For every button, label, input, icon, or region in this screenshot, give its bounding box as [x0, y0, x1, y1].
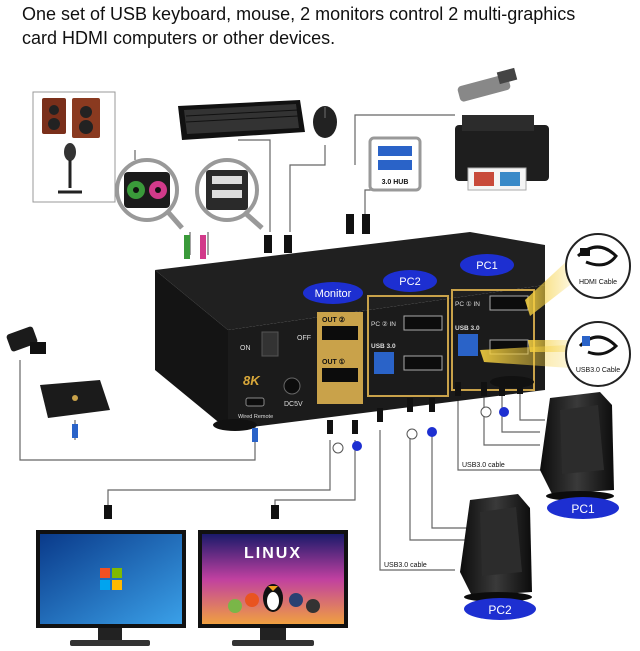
right-monitor: LINUX — [198, 530, 348, 646]
dc5v-label: DC5V — [284, 401, 303, 408]
pc2-hdmi-a-port — [403, 355, 443, 371]
cable-beams — [480, 260, 570, 368]
hub-plugs — [346, 214, 370, 234]
pc1-usb-port — [458, 334, 478, 356]
usb30-left-label: USB 3.0 — [371, 343, 396, 350]
kvm-switch: ON OFF 8K DC5V Wired Remote OUT ② OUT ① … — [155, 232, 545, 431]
tux-icon — [263, 584, 283, 612]
pc1-bottom-badge-label: PC1 — [571, 502, 595, 516]
printer-icon — [455, 115, 549, 191]
pc2-usb-port — [374, 352, 394, 374]
speaker-icon — [42, 98, 100, 138]
eight-k-logo: 8K — [243, 373, 261, 388]
pc2-badge: PC2 — [383, 270, 437, 292]
left-monitor — [36, 530, 186, 646]
audio-plugs — [184, 235, 206, 259]
hub-callout: 3.0 HUB — [368, 136, 422, 192]
pc1-bottom-badge: PC1 — [547, 497, 619, 519]
usb30-right-label: USB 3.0 — [455, 325, 480, 332]
hdmi-cable-callout: HDMI Cable — [565, 233, 631, 299]
monitor-badge: Monitor — [303, 282, 363, 304]
wired-remote-icon — [40, 380, 110, 418]
audio-jack-callout — [115, 158, 184, 230]
pc1-hdmi-b-port — [489, 295, 529, 311]
pc2-bottom-badge: PC2 — [464, 598, 536, 620]
wired-remote-label: Wired Remote — [238, 414, 273, 420]
monitor-badge-label: Monitor — [315, 288, 352, 300]
connector-markers — [332, 406, 509, 454]
microphone-icon — [58, 143, 82, 194]
out-b-label: OUT ② — [322, 316, 345, 324]
out-a-label: OUT ① — [322, 358, 345, 366]
usb-plugs — [264, 235, 292, 253]
power-adapter-icon — [6, 326, 46, 354]
pc1-badge-label: PC1 — [476, 260, 497, 272]
bottom-plugs — [72, 380, 523, 519]
windows-logo-icon — [100, 568, 122, 590]
hdmi-out-a-port — [322, 368, 358, 382]
hub-label: 3.0 HUB — [382, 179, 409, 186]
heading-line-2: card HDMI computers or other devices. — [22, 28, 336, 48]
usb-cable-callout: USB3.0 Cable — [565, 321, 631, 387]
off-label: OFF — [297, 335, 311, 342]
heading-line-1: One set of USB keyboard, mouse, 2 monito… — [22, 4, 576, 24]
pc1-tower — [540, 392, 614, 501]
pc2-in-label: PC ② IN — [371, 320, 396, 328]
heading: One set of USB keyboard, mouse, 2 monito… — [22, 2, 632, 50]
pc1-in-label: PC ① IN — [455, 300, 480, 308]
dc-power-jack — [283, 377, 301, 395]
usb-port-callout — [195, 158, 264, 230]
pc2-hdmi-b-port — [403, 315, 443, 331]
hdmi-cable-label: HDMI Cable — [579, 279, 617, 286]
usb-drive-icon — [457, 67, 518, 102]
usb-cable-label-2: USB3.0 cable — [384, 562, 427, 569]
usb-cable-label-1: USB3.0 cable — [462, 462, 505, 469]
pc2-tower — [460, 494, 532, 602]
keyboard-icon — [178, 100, 305, 140]
on-label: ON — [240, 345, 251, 352]
pc1-badge: PC1 — [460, 254, 514, 276]
power-switch[interactable] — [261, 331, 279, 357]
audio-peripherals — [32, 91, 116, 203]
pc2-badge-label: PC2 — [399, 276, 420, 288]
pc2-bottom-badge-label: PC2 — [488, 603, 512, 617]
hdmi-out-b-port — [322, 326, 358, 340]
usb-cable-label: USB3.0 Cable — [576, 367, 620, 374]
mouse-icon — [313, 106, 337, 138]
wired-remote-port — [245, 397, 265, 407]
linux-title: LINUX — [244, 545, 302, 562]
